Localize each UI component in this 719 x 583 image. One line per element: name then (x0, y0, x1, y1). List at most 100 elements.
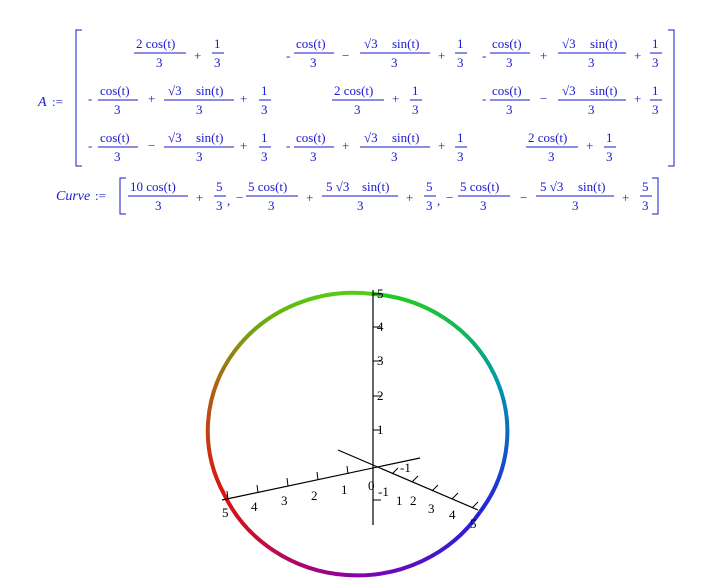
svg-text:3: 3 (391, 55, 398, 70)
svg-text:√3: √3 (168, 83, 182, 98)
svg-text:−: − (342, 48, 349, 63)
svg-text:3: 3 (357, 198, 364, 213)
svg-text:√3: √3 (364, 36, 378, 51)
svg-text:cos(t): cos(t) (296, 130, 326, 145)
svg-text:3: 3 (457, 55, 464, 70)
svg-text:1: 1 (457, 36, 464, 51)
curve-left-bracket (119, 177, 126, 215)
svg-text:1: 1 (412, 83, 419, 98)
svg-text:1: 1 (606, 130, 613, 145)
svg-text:5 √3: 5 √3 (326, 179, 349, 194)
z-axis: 5 4 3 2 1 (372, 286, 384, 525)
curve-arc-bottom (222, 493, 482, 578)
svg-text:sin(t): sin(t) (590, 83, 617, 98)
space-curve-plot[interactable]: 5 4 3 2 1 5 4 3 2 1 -1 (0, 230, 719, 583)
matrix-right-bracket (668, 29, 675, 167)
svg-text:5: 5 (642, 179, 649, 194)
svg-text:sin(t): sin(t) (392, 36, 419, 51)
x-tick-2: 2 (311, 488, 318, 503)
svg-text:3: 3 (480, 198, 487, 213)
math-output: A := 2 cos(t) 3 + 1 3 - cos(t) 3 − √3 si… (37, 29, 675, 215)
matrix-cell-1-3: - cos(t) 3 + √3 sin(t) 3 + 1 3 (482, 36, 662, 70)
x-tick-5: 5 (222, 505, 229, 520)
z-tick-5: 5 (377, 286, 384, 301)
matrix-cell-2-3: - cos(t) 3 − √3 sin(t) 3 + 1 3 (482, 83, 662, 117)
svg-text:5: 5 (426, 179, 433, 194)
curve-arc-upper-left (205, 290, 374, 495)
matrix-cell-3-3: 2 cos(t) 3 + 1 3 (526, 130, 616, 164)
svg-text:−: − (540, 91, 547, 106)
svg-text:+: + (586, 138, 593, 153)
x-tick-1: 1 (341, 482, 348, 497)
svg-text:2 cos(t): 2 cos(t) (334, 83, 373, 98)
svg-text:cos(t): cos(t) (296, 36, 326, 51)
svg-text:3: 3 (548, 149, 555, 164)
svg-text:cos(t): cos(t) (100, 83, 130, 98)
z-tick-2: 2 (377, 388, 384, 403)
svg-text:-: - (286, 138, 290, 153)
svg-text:1: 1 (261, 83, 268, 98)
svg-text:3: 3 (155, 198, 162, 213)
svg-text:sin(t): sin(t) (196, 83, 223, 98)
curve-arc-upper-right (372, 292, 510, 514)
svg-text:3: 3 (214, 55, 221, 70)
svg-text:+: + (540, 48, 547, 63)
svg-text:2 cos(t): 2 cos(t) (136, 36, 175, 51)
svg-text:−: − (520, 190, 527, 205)
svg-text:5 √3: 5 √3 (540, 179, 563, 194)
curve-component-3: − 5 cos(t) 3 − 5 √3 sin(t) 3 + 5 3 (446, 179, 652, 213)
svg-text:+: + (342, 138, 349, 153)
svg-text:3: 3 (114, 102, 121, 117)
x-tick-3: 3 (281, 493, 288, 508)
curve-name: Curve (56, 189, 90, 204)
y-tick-3: 3 (428, 501, 435, 516)
svg-text:2 cos(t): 2 cos(t) (528, 130, 567, 145)
matrix-cell-1-1: 2 cos(t) 3 + 1 3 (134, 36, 224, 70)
svg-text:+: + (392, 91, 399, 106)
svg-text:3: 3 (652, 102, 659, 117)
svg-text:3: 3 (572, 198, 579, 213)
svg-text:+: + (240, 91, 247, 106)
svg-text:+: + (148, 91, 155, 106)
curve-component-2: − 5 cos(t) 3 + 5 √3 sin(t) 3 + 5 3 , (236, 179, 440, 213)
svg-text:sin(t): sin(t) (578, 179, 605, 194)
svg-text:+: + (406, 190, 413, 205)
svg-text:−: − (446, 190, 453, 205)
curve-assign: := (95, 188, 106, 203)
svg-text:3: 3 (652, 55, 659, 70)
svg-text:3: 3 (261, 102, 268, 117)
svg-text:+: + (622, 190, 629, 205)
svg-text:√3: √3 (364, 130, 378, 145)
svg-text:1: 1 (261, 130, 268, 145)
svg-text:+: + (634, 91, 641, 106)
svg-text:3: 3 (114, 149, 121, 164)
y-tick-2: 2 (410, 493, 417, 508)
svg-text:cos(t): cos(t) (492, 83, 522, 98)
svg-text:3: 3 (606, 149, 613, 164)
svg-text:+: + (634, 48, 641, 63)
svg-text:,: , (227, 193, 230, 208)
matrix-name: A (37, 95, 47, 110)
svg-text:3: 3 (506, 102, 513, 117)
svg-text:3: 3 (426, 198, 433, 213)
svg-text:√3: √3 (562, 83, 576, 98)
y-tick-neg1: -1 (378, 484, 389, 499)
matrix-cell-3-1: - cos(t) 3 − √3 sin(t) 3 + 1 3 (88, 130, 271, 164)
x-axis: 5 4 3 2 1 -1 (221, 457, 421, 520)
z-tick-1: 1 (377, 422, 384, 437)
svg-text:3: 3 (310, 149, 317, 164)
svg-text:−: − (148, 138, 155, 153)
svg-text:+: + (194, 48, 201, 63)
svg-text:3: 3 (196, 149, 203, 164)
svg-text:√3: √3 (562, 36, 576, 51)
svg-text:,: , (437, 193, 440, 208)
svg-text:+: + (438, 138, 445, 153)
curve-right-bracket (652, 177, 659, 215)
svg-text:3: 3 (588, 55, 595, 70)
svg-text:3: 3 (268, 198, 275, 213)
svg-text:-: - (482, 48, 486, 63)
svg-text:+: + (438, 48, 445, 63)
matrix-left-bracket (75, 29, 82, 167)
svg-text:5 cos(t): 5 cos(t) (460, 179, 499, 194)
